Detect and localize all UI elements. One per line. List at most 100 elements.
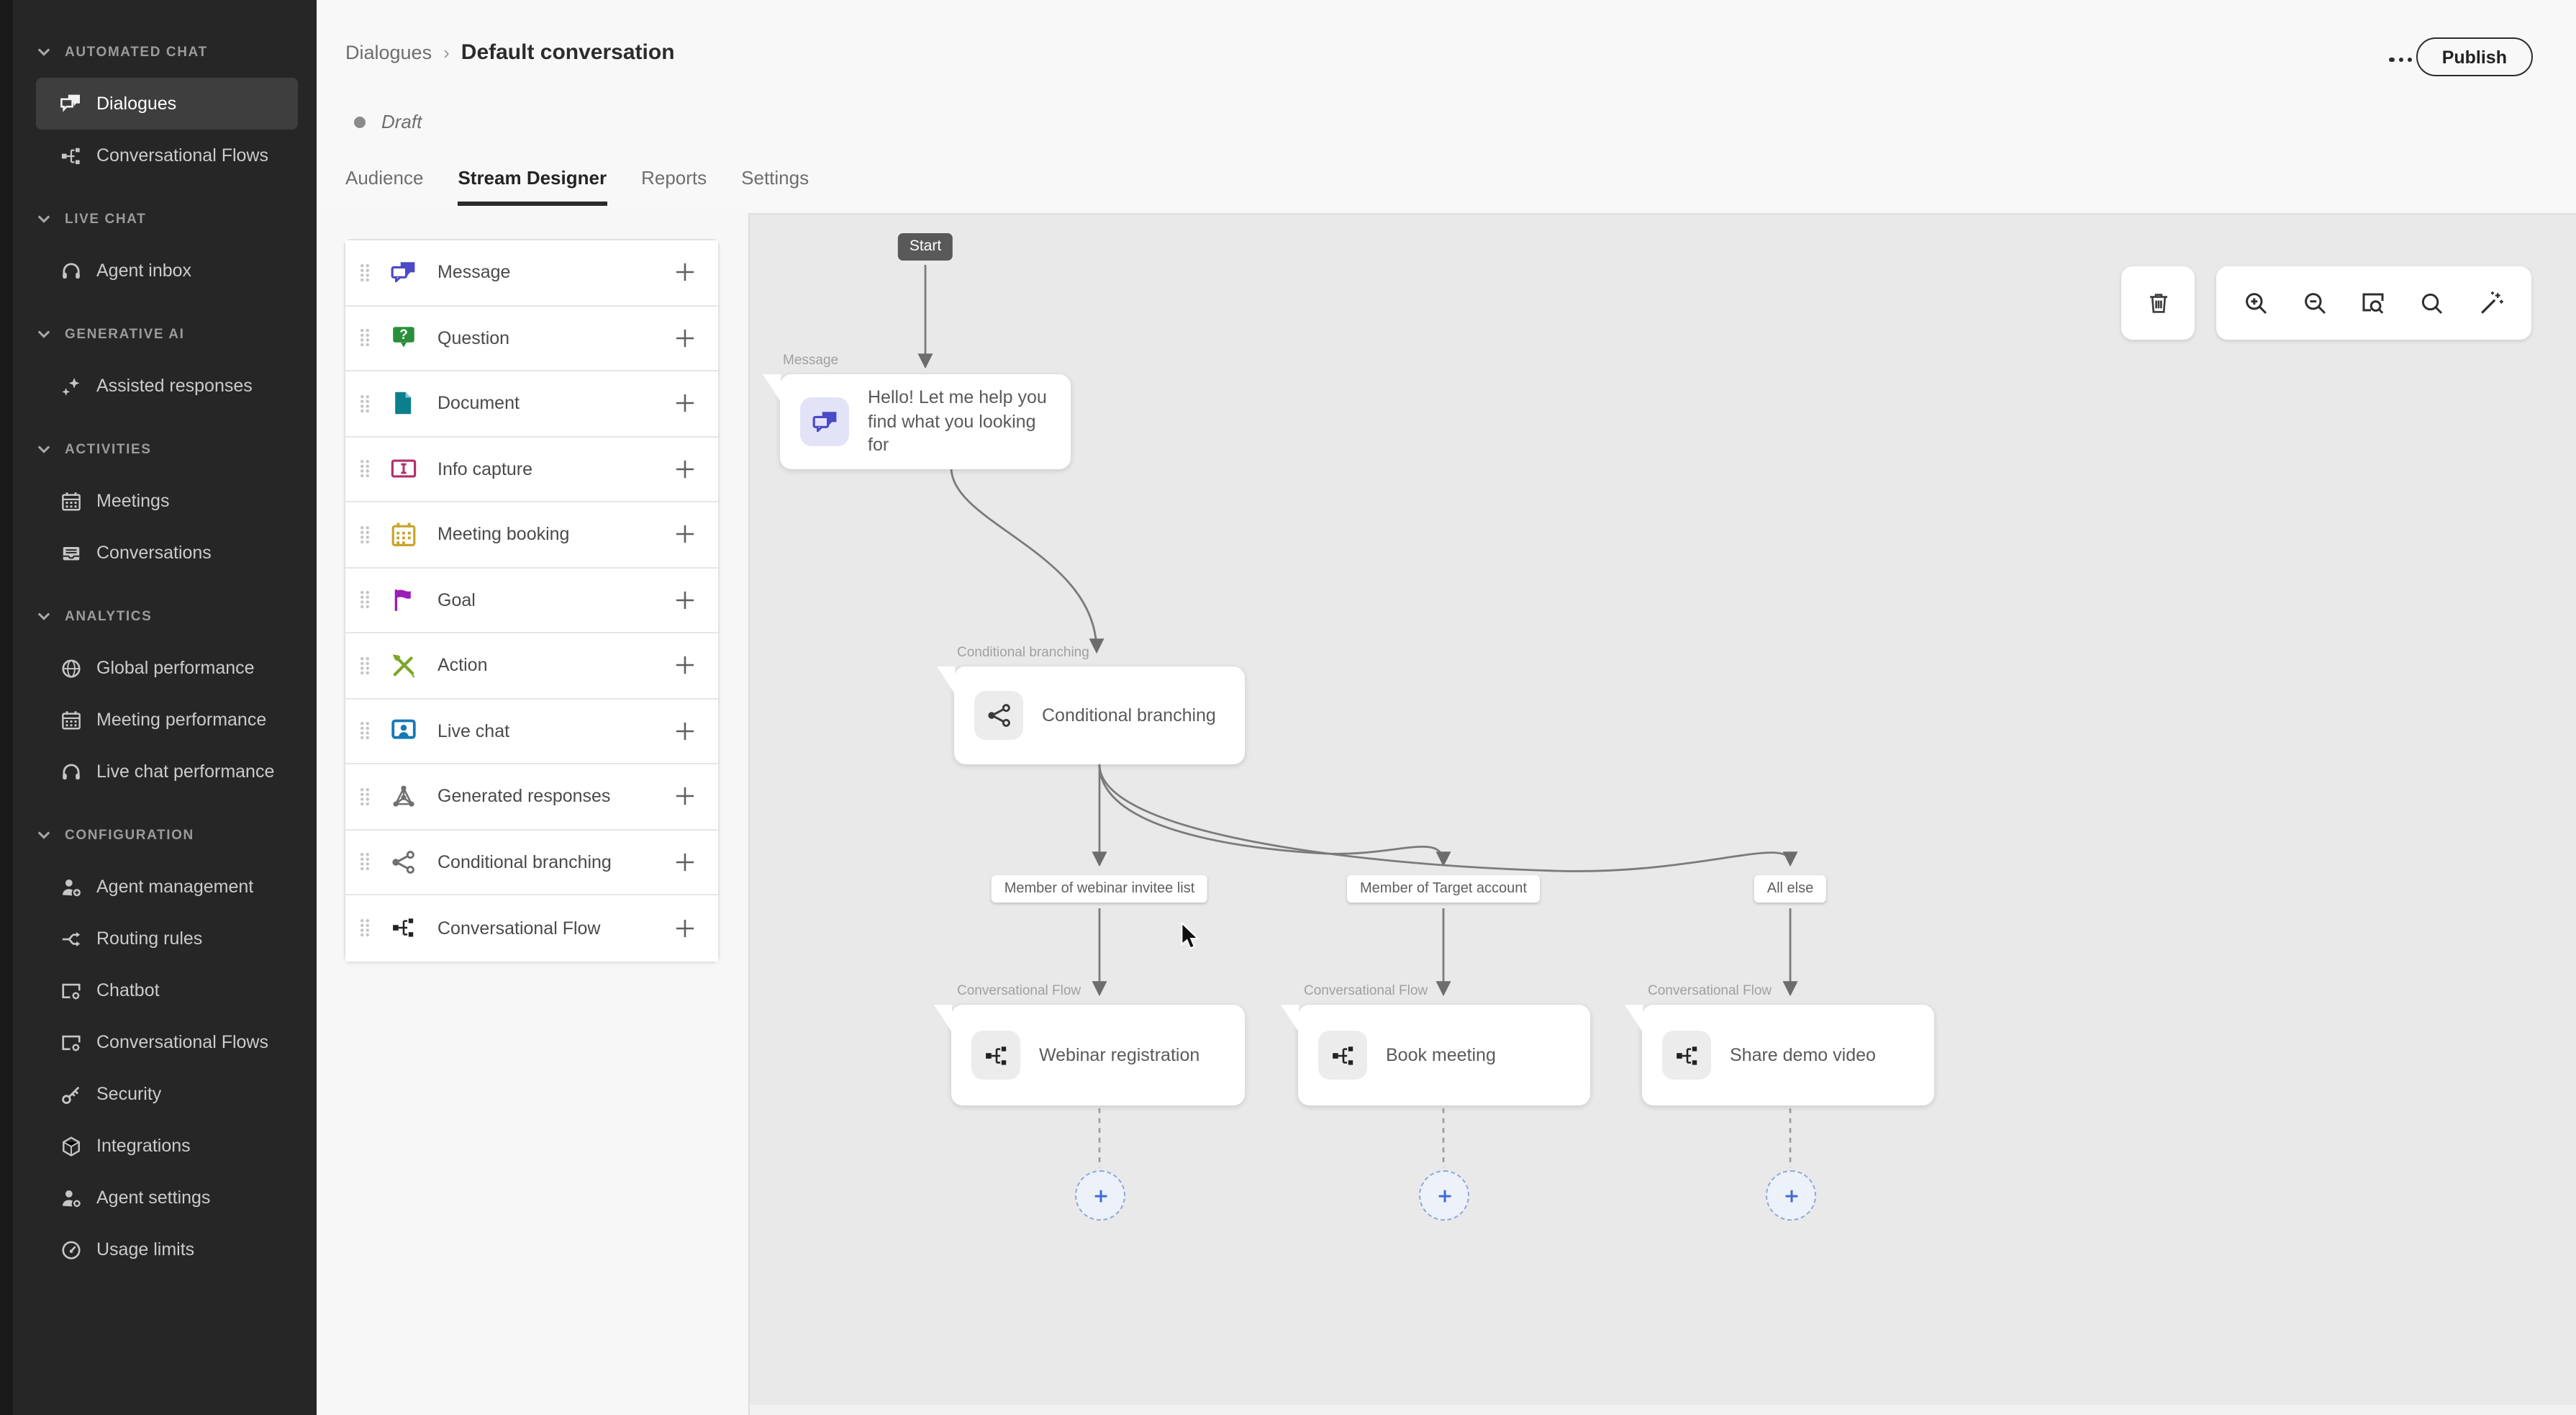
plus-icon[interactable] bbox=[669, 781, 701, 813]
drag-handle-icon[interactable] bbox=[360, 460, 377, 479]
window-gear-icon bbox=[59, 1031, 82, 1053]
add-node-button[interactable] bbox=[1419, 1170, 1469, 1221]
calendar-icon bbox=[59, 709, 82, 731]
breadcrumb: Dialogues › Default conversation bbox=[345, 40, 675, 65]
plus-icon[interactable] bbox=[669, 519, 701, 551]
drag-handle-icon[interactable] bbox=[360, 853, 377, 872]
flow-node-webinar-registration[interactable]: Webinar registration bbox=[951, 1005, 1245, 1106]
magic-wand-icon[interactable] bbox=[2469, 281, 2512, 325]
node-title: Share demo video bbox=[1730, 1044, 1876, 1065]
drag-handle-icon[interactable] bbox=[360, 525, 377, 544]
sidebar-section-generative-ai[interactable]: GENERATIVE AI bbox=[37, 308, 317, 360]
publish-button[interactable]: Publish bbox=[2416, 37, 2533, 76]
headset-icon bbox=[59, 761, 82, 782]
drag-handle-icon[interactable] bbox=[360, 919, 377, 938]
sidebar-item-conversations[interactable]: Conversations bbox=[36, 527, 298, 579]
palette-item-message[interactable]: Message bbox=[345, 240, 718, 306]
plus-icon[interactable] bbox=[669, 913, 701, 944]
branch-label[interactable]: All else bbox=[1754, 875, 1827, 903]
sidebar-item-security[interactable]: Security bbox=[36, 1068, 298, 1120]
sidebar-section-analytics[interactable]: ANALYTICS bbox=[37, 590, 317, 642]
horizontal-scrollbar[interactable] bbox=[750, 1405, 2576, 1415]
plus-icon[interactable] bbox=[669, 388, 701, 420]
conditional-branching-node[interactable]: Conditional branching bbox=[954, 666, 1245, 764]
sidebar: AUTOMATED CHAT Dialogues Conversational … bbox=[0, 0, 317, 1415]
branch-label[interactable]: Member of webinar invitee list bbox=[991, 875, 1208, 903]
branch-label[interactable]: Member of Target account bbox=[1347, 875, 1540, 903]
palette-item-action[interactable]: Action bbox=[345, 633, 718, 699]
sidebar-item-agent-settings[interactable]: Agent settings bbox=[36, 1172, 298, 1224]
search-icon[interactable] bbox=[2411, 281, 2454, 325]
palette-item-goal[interactable]: Goal bbox=[345, 568, 718, 633]
drag-handle-icon[interactable] bbox=[360, 329, 377, 348]
sidebar-item-integrations[interactable]: Integrations bbox=[36, 1120, 298, 1172]
user-gear-icon bbox=[59, 1187, 82, 1208]
palette-item-conversational-flow[interactable]: Conversational Flow bbox=[345, 895, 718, 961]
tab-reports[interactable]: Reports bbox=[641, 167, 707, 189]
plus-icon[interactable] bbox=[669, 453, 701, 485]
sidebar-item-routing-rules[interactable]: Routing rules bbox=[36, 913, 298, 964]
add-node-button[interactable] bbox=[1766, 1170, 1816, 1221]
plus-icon[interactable] bbox=[669, 846, 701, 878]
drag-handle-icon[interactable] bbox=[360, 591, 377, 610]
plus-icon[interactable] bbox=[669, 650, 701, 682]
action-icon bbox=[384, 652, 422, 679]
plus-icon[interactable] bbox=[669, 715, 701, 747]
palette-item-generated-responses[interactable]: Generated responses bbox=[345, 764, 718, 830]
page-title: Default conversation bbox=[461, 40, 675, 65]
drag-handle-icon[interactable] bbox=[360, 263, 377, 282]
flow-connectors bbox=[917, 265, 1798, 1167]
sidebar-section-live-chat[interactable]: LIVE CHAT bbox=[37, 193, 317, 245]
tab-audience[interactable]: Audience bbox=[345, 167, 424, 189]
drag-handle-icon[interactable] bbox=[360, 394, 377, 413]
palette-item-live-chat[interactable]: Live chat bbox=[345, 699, 718, 764]
sidebar-item-conversational-flows-config[interactable]: Conversational Flows bbox=[36, 1016, 298, 1068]
palette-item-document[interactable]: Document bbox=[345, 371, 718, 437]
palette-item-conditional-branching[interactable]: Conditional branching bbox=[345, 830, 718, 895]
flow-canvas[interactable]: Start Message Hello! Let me help you fin… bbox=[748, 213, 2576, 1415]
chevron-down-icon bbox=[37, 831, 50, 839]
palette-item-question[interactable]: ? Question bbox=[345, 306, 718, 371]
drag-handle-icon[interactable] bbox=[360, 656, 377, 675]
palette-item-meeting-booking[interactable]: Meeting booking bbox=[345, 502, 718, 568]
node-type-label: Conversational Flow bbox=[1648, 983, 1772, 999]
plus-icon[interactable] bbox=[669, 322, 701, 354]
plus-icon[interactable] bbox=[669, 257, 701, 289]
start-node[interactable]: Start bbox=[897, 233, 953, 261]
plus-icon[interactable] bbox=[669, 584, 701, 616]
drag-handle-icon[interactable] bbox=[360, 787, 377, 806]
flow-node-book-meeting[interactable]: Book meeting bbox=[1298, 1005, 1590, 1106]
sidebar-section-configuration[interactable]: CONFIGURATION bbox=[37, 809, 317, 861]
sidebar-item-meetings[interactable]: Meetings bbox=[36, 475, 298, 527]
flow-node-share-demo-video[interactable]: Share demo video bbox=[1642, 1005, 1934, 1106]
chevron-down-icon bbox=[37, 612, 50, 620]
sidebar-item-conversational-flows[interactable]: Conversational Flows bbox=[36, 130, 298, 181]
delete-button[interactable] bbox=[2121, 266, 2195, 340]
sidebar-item-usage-limits[interactable]: Usage limits bbox=[36, 1224, 298, 1275]
drag-handle-icon[interactable] bbox=[360, 722, 377, 741]
sidebar-item-dialogues[interactable]: Dialogues bbox=[36, 78, 298, 130]
sidebar-section-activities[interactable]: ACTIVITIES bbox=[37, 423, 317, 475]
key-icon bbox=[59, 1083, 82, 1105]
sidebar-item-meeting-performance[interactable]: Meeting performance bbox=[36, 694, 298, 746]
status-dot-icon bbox=[354, 116, 366, 127]
node-title: Conditional branching bbox=[1042, 705, 1216, 725]
zoom-in-icon[interactable] bbox=[2236, 281, 2279, 325]
zoom-out-icon[interactable] bbox=[2294, 281, 2337, 325]
zoom-to-selection-icon[interactable] bbox=[2352, 281, 2395, 325]
add-node-button[interactable] bbox=[1075, 1170, 1125, 1221]
sidebar-item-agent-management[interactable]: Agent management bbox=[36, 861, 298, 913]
sidebar-item-live-chat-performance[interactable]: Live chat performance bbox=[36, 746, 298, 797]
overflow-menu-button[interactable] bbox=[2384, 49, 2418, 71]
message-node[interactable]: Hello! Let me help you find what you loo… bbox=[780, 374, 1071, 469]
palette-item-info-capture[interactable]: Info capture bbox=[345, 437, 718, 502]
sidebar-item-chatbot[interactable]: Chatbot bbox=[36, 964, 298, 1016]
tab-settings[interactable]: Settings bbox=[741, 167, 809, 189]
sidebar-item-assisted-responses[interactable]: Assisted responses bbox=[36, 360, 298, 412]
headset-icon bbox=[59, 260, 82, 281]
breadcrumb-dialogues-link[interactable]: Dialogues bbox=[345, 42, 432, 63]
sidebar-section-automated-chat[interactable]: AUTOMATED CHAT bbox=[37, 26, 317, 78]
sidebar-item-global-performance[interactable]: Global performance bbox=[36, 642, 298, 694]
sidebar-item-agent-inbox[interactable]: Agent inbox bbox=[36, 245, 298, 297]
tab-stream-designer[interactable]: Stream Designer bbox=[458, 167, 607, 206]
